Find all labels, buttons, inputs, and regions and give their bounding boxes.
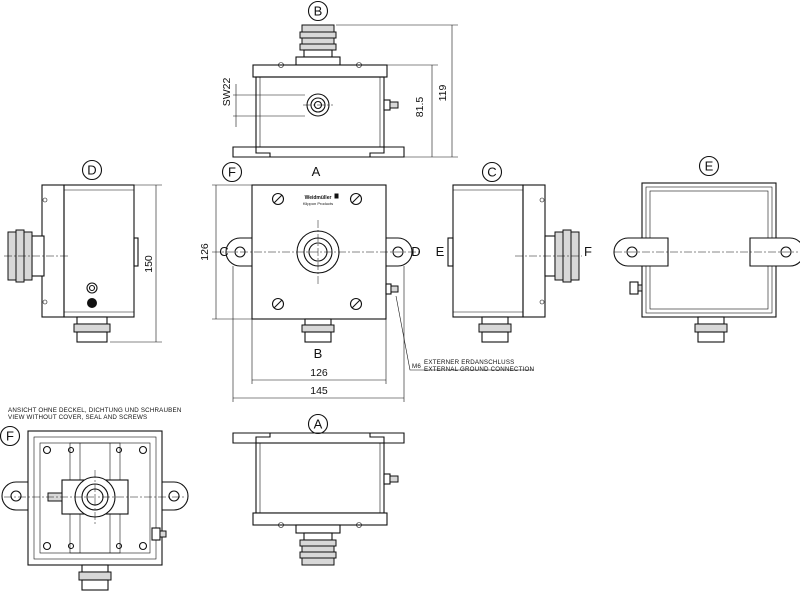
view-label-b-bottom: B <box>314 346 323 361</box>
view-label-d-left: D <box>87 163 96 178</box>
view-note-de: ANSICHT OHNE DECKEL, DICHTUNG UND SCHRAU… <box>8 407 182 414</box>
view-label-f-side: F <box>584 244 592 259</box>
housing-body <box>452 184 524 318</box>
view-label-b-top: B <box>314 4 323 19</box>
housing-lid <box>252 64 388 78</box>
view-d-left: D 150 <box>4 159 162 343</box>
dimension-150: 150 <box>143 255 155 273</box>
view-label-a: A <box>314 417 323 432</box>
view-label-e-side: E <box>436 244 445 259</box>
view-b-top: B SW22 81.5 <box>221 0 458 158</box>
dimension-sw22: SW22 <box>221 78 233 107</box>
dimension-81-5: 81.5 <box>414 97 426 118</box>
view-label-a-front: A <box>312 164 321 179</box>
view-label-circle <box>307 0 329 22</box>
view-e: E <box>613 155 800 343</box>
housing-body <box>63 184 135 318</box>
view-label-f-front: F <box>228 165 236 180</box>
view-label-e: E <box>705 159 714 174</box>
dimension-119: 119 <box>437 84 449 101</box>
view-label-c: C <box>487 165 496 180</box>
view-label-c-left: C <box>219 244 228 259</box>
view-label-f: F <box>6 429 14 444</box>
dimension-126-horizontal: 126 <box>310 367 328 379</box>
dimension-126-vertical: 126 <box>199 243 211 261</box>
dimension-145: 145 <box>310 385 328 397</box>
view-a: A <box>232 413 405 566</box>
brand-line-1: Weidmüller <box>305 195 332 201</box>
view-label-d-right: D <box>411 244 420 259</box>
housing-body <box>255 76 385 148</box>
ground-note-prefix: M6 <box>412 363 421 370</box>
view-note-en: VIEW WITHOUT COVER, SEAL AND SCREWS <box>8 414 147 421</box>
cover-screw <box>271 192 363 311</box>
ground-note-en: EXTERNAL GROUND CONNECTION <box>424 366 534 373</box>
brand-line-2: Klippon Products <box>303 201 333 206</box>
view-a-front: F A C D Weidmüller Klippon Products <box>199 161 534 402</box>
view-c: C E F <box>436 161 592 343</box>
ground-note-de: EXTERNER ERDANSCHLUSS <box>424 359 515 366</box>
view-f: ANSICHT OHNE DECKEL, DICHTUNG UND SCHRAU… <box>0 407 189 591</box>
